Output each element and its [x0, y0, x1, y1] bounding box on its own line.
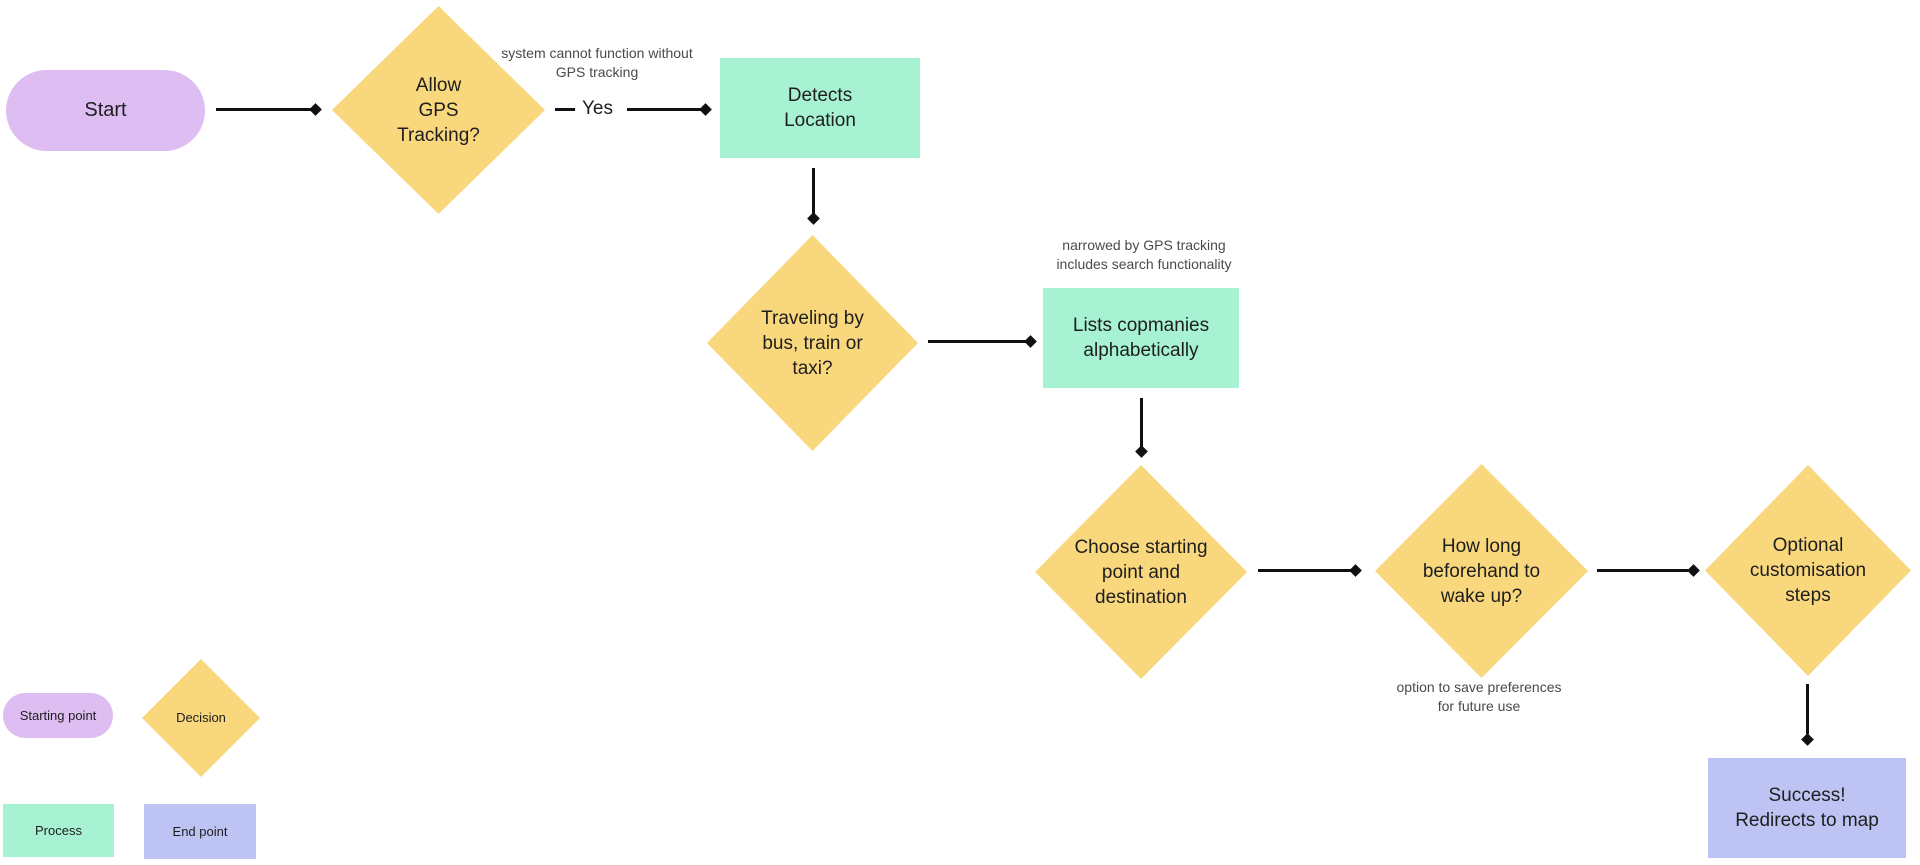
legend-process-swatch: Process: [3, 804, 114, 857]
legend-end-point-label: End point: [172, 823, 228, 839]
edge-choose-to-howlong-arrowhead: [1349, 564, 1362, 577]
node-how-long-label: How long beforehand to wake up?: [1422, 535, 1541, 607]
node-choose-points: Choose starting point and destination: [1035, 465, 1247, 679]
legend-decision-label: Decision: [176, 710, 226, 725]
edge-traveling-to-lists-arrowhead: [1024, 335, 1037, 348]
edge-choose-to-howlong-line: [1258, 569, 1351, 572]
node-allow-gps-tracking: Allow GPS Tracking?: [332, 6, 545, 214]
node-traveling-by-label: Traveling by bus, train or taxi?: [761, 307, 864, 379]
edge-yes-dash: [555, 108, 575, 111]
node-detects-location-label: Detects Location: [784, 85, 856, 131]
edge-howlong-to-optional-arrowhead: [1687, 564, 1700, 577]
node-optional-custom: Optional customisation steps: [1705, 465, 1911, 676]
annotation-save-preferences: option to save preferences for future us…: [1396, 679, 1562, 714]
legend-end-point-swatch: End point: [144, 804, 256, 859]
edge-yes-label: Yes: [582, 98, 613, 119]
edge-detects-to-traveling-line: [812, 168, 815, 215]
node-success: Success! Redirects to map: [1708, 758, 1906, 858]
legend-decision-swatch: Decision: [142, 659, 260, 777]
node-detects-location: Detects Location: [720, 58, 920, 158]
node-start: Start: [6, 70, 205, 151]
edge-lists-to-choose-arrowhead: [1135, 445, 1148, 458]
edge-detects-to-traveling-arrowhead: [807, 212, 820, 225]
node-optional-custom-label: Optional customisation steps: [1749, 535, 1867, 606]
edge-yes-arrowhead: [699, 103, 712, 116]
legend-process-label: Process: [35, 822, 82, 838]
node-how-long: How long beforehand to wake up?: [1375, 464, 1588, 678]
node-traveling-by: Traveling by bus, train or taxi?: [707, 235, 918, 451]
edge-optional-to-success-arrowhead: [1801, 733, 1814, 746]
node-allow-gps-tracking-label: Allow GPS Tracking?: [397, 74, 480, 146]
edge-yes-line: [627, 108, 701, 111]
node-choose-points-label: Choose starting point and destination: [1074, 536, 1208, 608]
edge-howlong-to-optional-line: [1597, 569, 1689, 572]
edge-start-to-allowgps-line: [216, 108, 311, 111]
edge-optional-to-success-line: [1806, 684, 1809, 734]
annotation-narrowed: narrowed by GPS tracking includes search…: [1056, 237, 1232, 272]
node-lists-companies: Lists copmanies alphabetically: [1043, 288, 1239, 388]
legend-starting-point-swatch: Starting point: [3, 693, 113, 738]
node-success-label: Success! Redirects to map: [1735, 785, 1879, 831]
annotation-gps-required: system cannot function without GPS track…: [501, 45, 693, 80]
edge-traveling-to-lists-line: [928, 340, 1026, 343]
edge-lists-to-choose-line: [1140, 398, 1143, 447]
node-start-label: Start: [84, 99, 127, 121]
legend-starting-point-label: Starting point: [19, 707, 97, 723]
node-lists-companies-label: Lists copmanies alphabetically: [1072, 315, 1210, 361]
edge-start-to-allowgps-arrowhead: [309, 103, 322, 116]
